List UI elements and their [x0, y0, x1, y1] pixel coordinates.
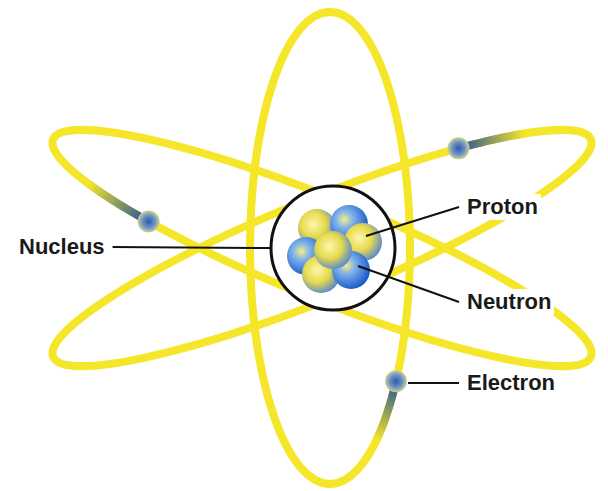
- orbit: [34, 93, 608, 403]
- label-anchor: Nucleus: [16, 234, 108, 260]
- callout-label: Electron: [464, 370, 558, 396]
- orbit: [250, 12, 410, 484]
- label-anchor: Neutron: [464, 289, 554, 315]
- leader-line: [358, 266, 459, 302]
- leader-line: [113, 247, 270, 248]
- electron: [138, 211, 160, 233]
- callout-label: Neutron: [464, 289, 554, 315]
- label-anchor: Electron: [464, 370, 558, 396]
- callout-label: Proton: [464, 194, 541, 220]
- leader-line: [408, 382, 459, 384]
- electron: [385, 370, 407, 392]
- orbit: [34, 93, 608, 403]
- label-anchor: Proton: [464, 194, 541, 220]
- nucleus-outline: [271, 186, 395, 310]
- leader-line: [366, 207, 459, 236]
- callout-label: Nucleus: [16, 234, 108, 260]
- proton-ball: [314, 231, 352, 269]
- electron: [448, 137, 470, 159]
